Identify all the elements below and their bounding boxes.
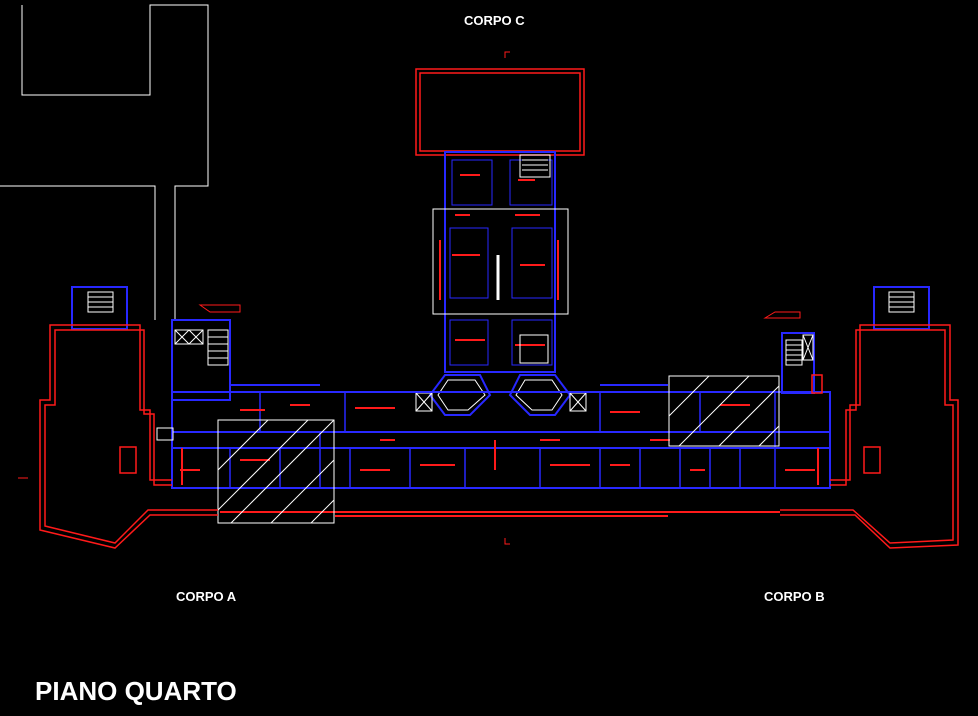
stair-block-left bbox=[156, 329, 229, 441]
corpo-c-top-block bbox=[415, 68, 585, 156]
corpo-a-end-outline bbox=[39, 324, 218, 549]
stair-block-right bbox=[785, 334, 814, 366]
hatched-area-left bbox=[217, 419, 335, 524]
corner-tower-right bbox=[873, 286, 930, 330]
red-details bbox=[180, 404, 819, 485]
facade-line bbox=[220, 511, 780, 517]
corpo-b-end-outline bbox=[780, 324, 959, 549]
hatched-area-right bbox=[668, 375, 780, 447]
main-wing-walls bbox=[171, 319, 831, 489]
room-partitions bbox=[229, 392, 776, 488]
corner-tower-left bbox=[71, 286, 128, 330]
corpo-a-label: CORPO A bbox=[176, 589, 237, 604]
corpo-b-label: CORPO B bbox=[764, 589, 825, 604]
section-markers bbox=[18, 51, 801, 545]
corpo-c-label: CORPO C bbox=[464, 13, 525, 28]
corpo-c-wing bbox=[432, 151, 569, 373]
adjacent-building-outline bbox=[0, 4, 209, 320]
drawing-title: PIANO QUARTO bbox=[35, 676, 237, 706]
central-hub bbox=[415, 374, 587, 416]
